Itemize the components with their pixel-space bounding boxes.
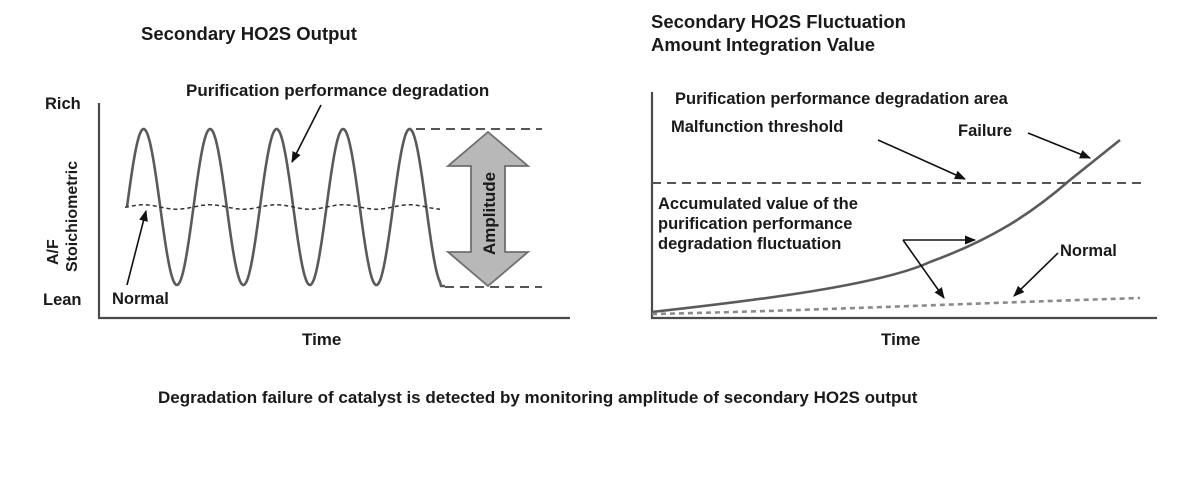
annotation-normal-left: Normal [112,290,169,308]
y-label-stoichiometric: Stoichiometric [64,161,81,272]
degradation-wave-curve [125,127,445,288]
annotation-normal-right: Normal [1060,242,1117,260]
normal-right-leader-arrow [1013,252,1059,297]
annotation-degradation: Purification performance degradation [186,81,489,100]
threshold-leader-arrow [877,139,967,180]
accumulated-leader-arrow-lower [902,239,945,299]
right-panel-title-line2: Amount Integration Value [651,34,875,55]
right-panel: Secondary HO2S Fluctuation Amount Integr… [650,11,1157,349]
annotation-accumulated-line2: purification performance [658,215,852,233]
degradation-leader-arrow [291,104,322,163]
left-panel: Secondary HO2S Output Rich Lean A/F Stoi… [43,23,570,349]
right-panel-title-line1: Secondary HO2S Fluctuation [651,11,906,32]
annotation-malfunction-threshold: Malfunction threshold [671,118,843,136]
amplitude-label: Amplitude [480,172,499,255]
figure-caption: Degradation failure of catalyst is detec… [158,388,918,407]
right-x-label: Time [881,330,920,349]
annotation-failure: Failure [958,122,1012,140]
tick-rich: Rich [45,95,81,113]
normal-accumulated-curve [651,296,1141,316]
failure-accumulated-curve [651,138,1121,314]
y-label-af: A/F [45,239,62,265]
normal-leader-arrow [126,209,148,286]
left-x-label: Time [302,330,341,349]
annotation-degradation-area: Purification performance degradation are… [675,90,1009,108]
annotation-accumulated-line1: Accumulated value of the [658,195,858,213]
tick-lean: Lean [43,291,82,309]
failure-leader-arrow [1027,132,1092,159]
annotation-accumulated-line3: degradation fluctuation [658,235,841,253]
left-panel-title: Secondary HO2S Output [141,23,357,44]
amplitude-double-arrow [445,130,531,288]
